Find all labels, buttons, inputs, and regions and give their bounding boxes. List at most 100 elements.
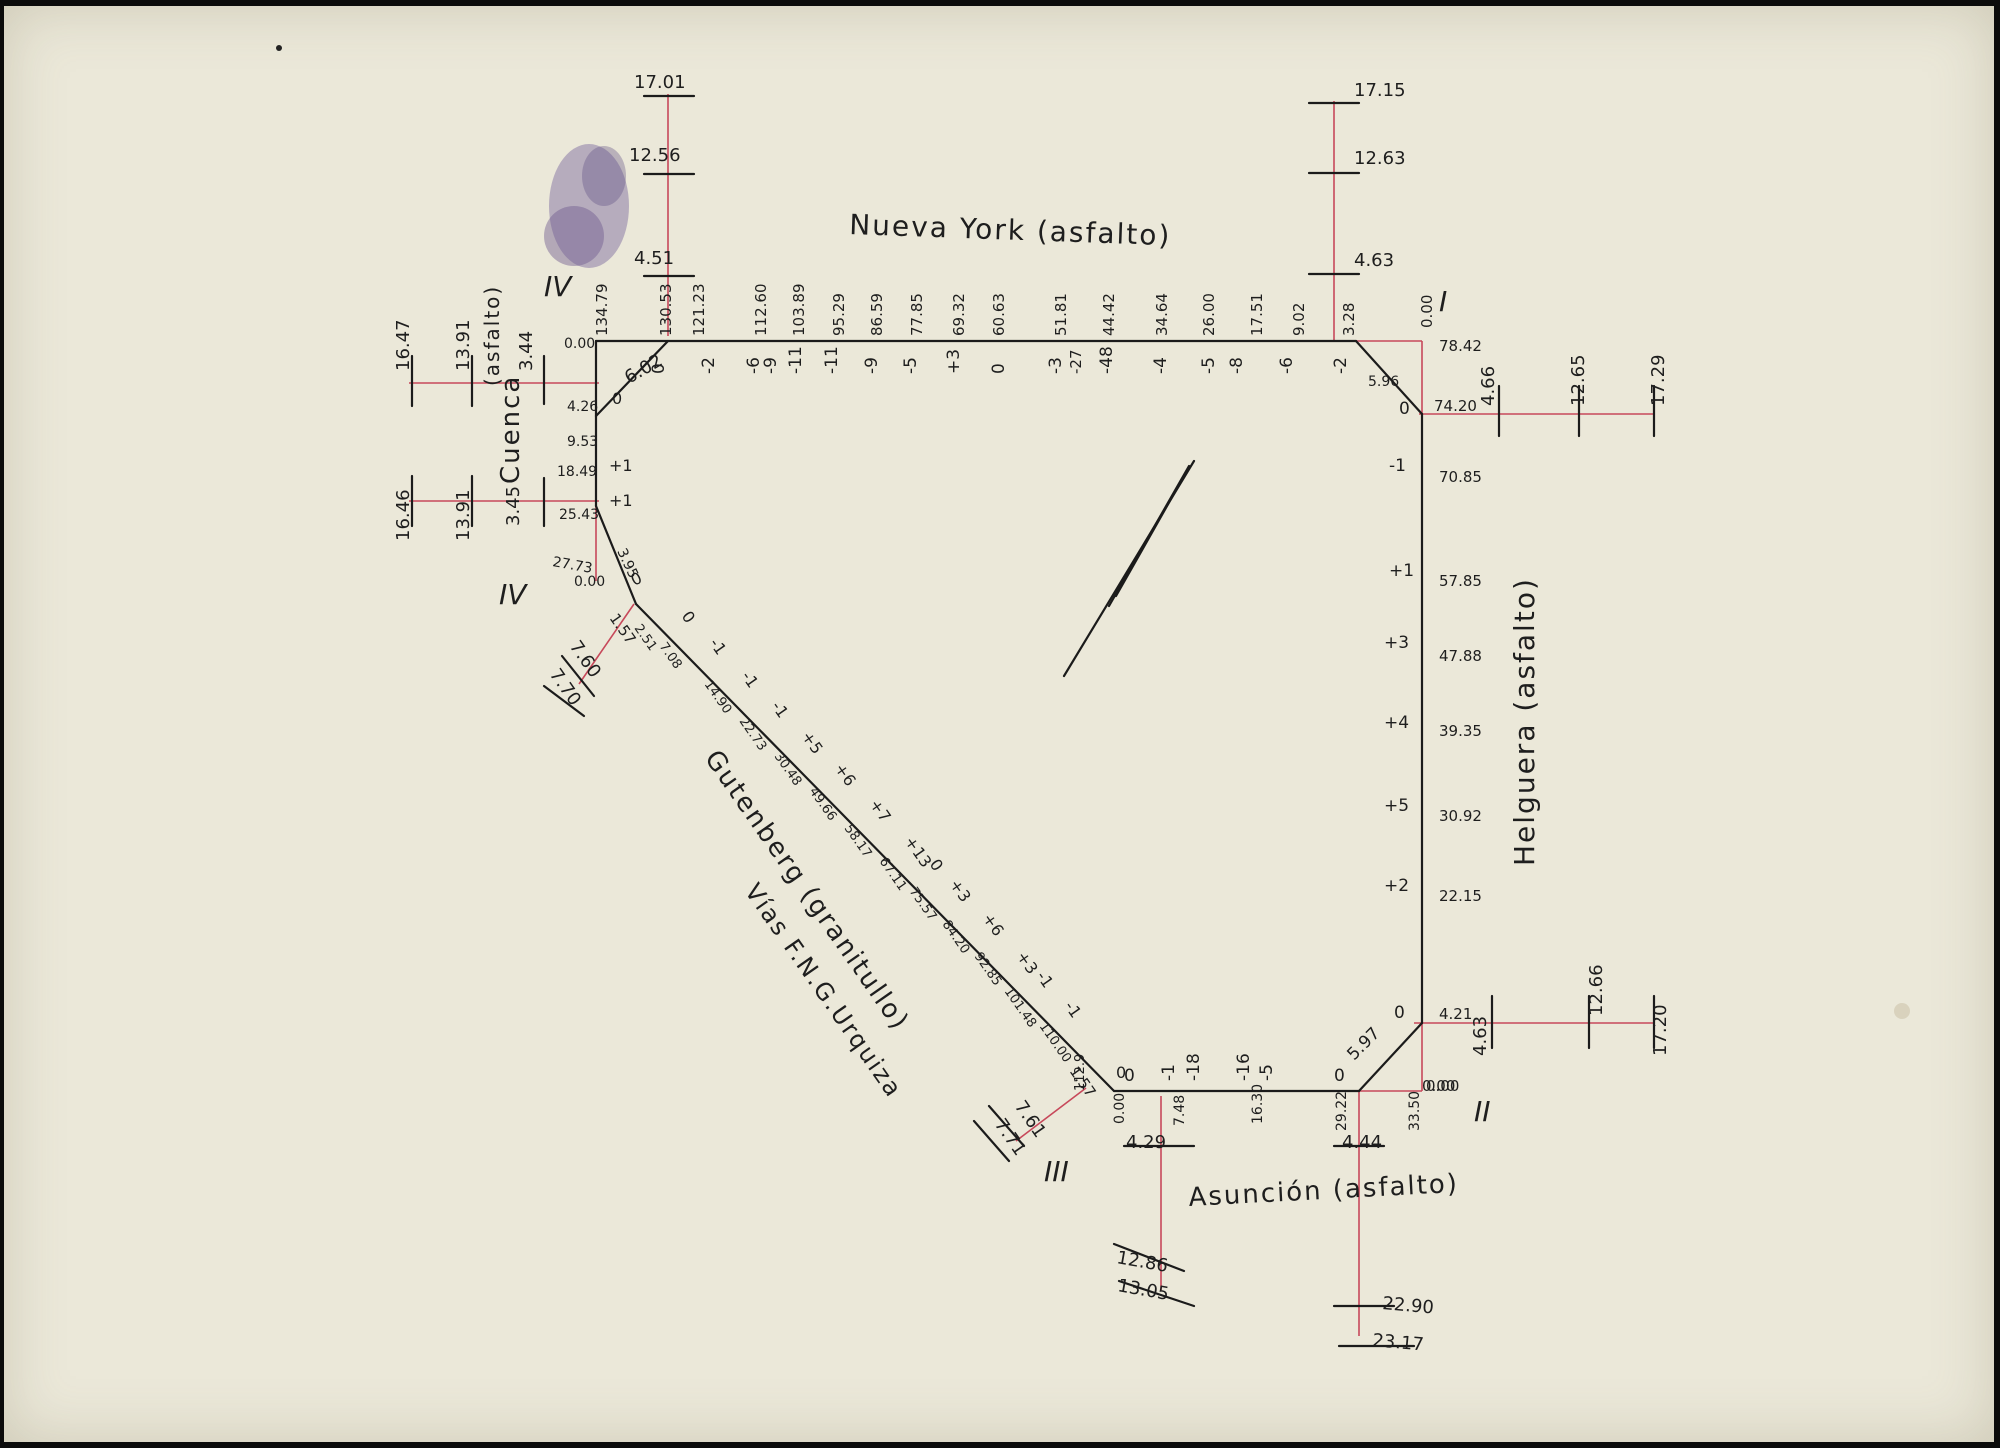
svg-text:16.46: 16.46: [393, 489, 414, 541]
svg-text:-5: -5: [1199, 357, 1219, 374]
svg-text:4.51: 4.51: [634, 248, 674, 269]
svg-text:+2: +2: [1384, 876, 1409, 896]
svg-text:84.20: 84.20: [939, 918, 973, 957]
svg-text:4.44: 4.44: [1342, 1132, 1382, 1153]
svg-text:49.66: 49.66: [806, 785, 840, 824]
svg-text:69.32: 69.32: [950, 293, 968, 336]
svg-text:-11: -11: [822, 346, 842, 374]
svg-text:29.22: 29.22: [1334, 1091, 1350, 1131]
svg-text:0.00: 0.00: [574, 574, 605, 590]
svg-text:112.9: 112.9: [1073, 1054, 1088, 1091]
svg-text:57.85: 57.85: [1439, 572, 1482, 590]
svg-text:3.44: 3.44: [516, 331, 537, 371]
label-helguera: Helguera (asfalto): [1508, 577, 1541, 866]
svg-text:9.02: 9.02: [1290, 303, 1308, 336]
svg-text:-1: -1: [768, 697, 793, 721]
svg-text:17.20: 17.20: [1650, 1004, 1671, 1056]
label-asuncion: Asunción (asfalto): [1188, 1169, 1460, 1213]
svg-text:-4: -4: [1151, 357, 1171, 374]
svg-text:13.05: 13.05: [1116, 1275, 1170, 1305]
svg-text:-1: -1: [1159, 1064, 1179, 1081]
svg-text:78.42: 78.42: [1439, 337, 1482, 355]
corner-labels: I II III IV IV: [499, 270, 1491, 1188]
svg-text:27.73: 27.73: [551, 554, 593, 577]
svg-text:-16: -16: [1234, 1053, 1254, 1081]
street-axis: [410, 94, 1656, 1348]
svg-text:7.70: 7.70: [545, 665, 585, 710]
svg-text:6.02: 6.02: [621, 350, 666, 388]
svg-text:+1: +1: [609, 491, 633, 510]
svg-text:103.89: 103.89: [790, 284, 808, 337]
cross-section-lines: [409, 94, 1654, 1336]
svg-text:-5: -5: [1257, 1064, 1277, 1081]
svg-text:75.57: 75.57: [906, 885, 940, 924]
svg-text:-1: -1: [738, 667, 763, 691]
svg-text:33.50: 33.50: [1407, 1091, 1423, 1131]
svg-text:17.15: 17.15: [1354, 80, 1406, 101]
svg-text:+1: +1: [609, 456, 633, 475]
svg-text:-6: -6: [1277, 357, 1297, 374]
svg-text:67.11: 67.11: [876, 855, 910, 894]
smudge: [1894, 1003, 1910, 1019]
svg-text:0.00: 0.00: [1418, 295, 1436, 328]
ink-dot: [276, 45, 282, 51]
svg-text:+3: +3: [1013, 947, 1042, 977]
svg-text:9.53: 9.53: [567, 434, 598, 450]
svg-text:-8: -8: [1227, 357, 1247, 374]
svg-text:-5: -5: [901, 357, 921, 374]
svg-text:+4: +4: [1384, 713, 1409, 733]
corner-IV: IV: [499, 578, 528, 611]
svg-text:-1: -1: [1389, 456, 1406, 476]
svg-text:+1: +1: [1389, 561, 1414, 581]
svg-text:4.29: 4.29: [1126, 1132, 1166, 1153]
svg-text:26.00: 26.00: [1200, 293, 1218, 336]
svg-text:0: 0: [649, 363, 669, 374]
svg-text:+6: +6: [979, 909, 1008, 939]
svg-text:-11: -11: [786, 346, 806, 374]
svg-text:7.08: 7.08: [656, 640, 685, 672]
svg-text:0: 0: [612, 389, 622, 408]
corner-IV-alt: IV: [544, 270, 573, 303]
svg-text:51.81: 51.81: [1052, 293, 1070, 336]
svg-text:17.51: 17.51: [1248, 293, 1266, 336]
svg-text:0: 0: [1394, 1003, 1405, 1023]
svg-text:+3: +3: [1384, 633, 1409, 653]
svg-text:12.65: 12.65: [1568, 354, 1589, 406]
svg-text:30.92: 30.92: [1439, 807, 1482, 825]
svg-text:12.63: 12.63: [1354, 148, 1406, 169]
svg-text:3.45: 3.45: [503, 486, 524, 526]
svg-text:4.66: 4.66: [1478, 366, 1499, 406]
svg-text:16.47: 16.47: [393, 319, 414, 371]
svg-text:0: 0: [678, 607, 699, 626]
svg-text:3.28: 3.28: [1340, 303, 1358, 336]
svg-text:-48: -48: [1097, 346, 1117, 374]
label-nueva-york: Nueva York (asfalto): [849, 208, 1172, 252]
svg-text:0.00: 0.00: [1426, 1077, 1459, 1095]
svg-text:13.91: 13.91: [453, 319, 474, 371]
svg-text:-9: -9: [761, 357, 781, 374]
svg-text:0.00: 0.00: [1422, 1077, 1455, 1095]
label-gutenberg: Gutenberg (granitullo): [698, 745, 915, 1037]
svg-text:+6: +6: [831, 759, 860, 789]
svg-text:12.66: 12.66: [1586, 964, 1607, 1016]
corner-II: II: [1474, 1095, 1491, 1128]
svg-text:17.01: 17.01: [634, 72, 686, 93]
svg-text:130.53: 130.53: [657, 284, 675, 337]
svg-text:4.63: 4.63: [1470, 1016, 1491, 1056]
svg-text:13.91: 13.91: [453, 489, 474, 541]
svg-text:22.90: 22.90: [1382, 1293, 1435, 1318]
svg-text:0: 0: [989, 363, 1009, 374]
svg-text:-9: -9: [862, 357, 882, 374]
svg-text:-6: -6: [744, 357, 764, 374]
svg-text:0.00: 0.00: [1112, 1093, 1128, 1124]
svg-text:112.60: 112.60: [752, 284, 770, 337]
svg-text:110.00: 110.00: [1036, 1020, 1074, 1066]
svg-text:0: 0: [1116, 1063, 1126, 1082]
corner-III: III: [1044, 1155, 1069, 1188]
label-cuenca: Cuenca: [496, 375, 526, 484]
svg-text:-2: -2: [699, 357, 719, 374]
svg-text:0: 0: [1399, 399, 1410, 419]
svg-text:1.57: 1.57: [1066, 1063, 1100, 1101]
svg-text:4.26: 4.26: [567, 399, 598, 415]
svg-text:-3: -3: [1046, 357, 1066, 374]
